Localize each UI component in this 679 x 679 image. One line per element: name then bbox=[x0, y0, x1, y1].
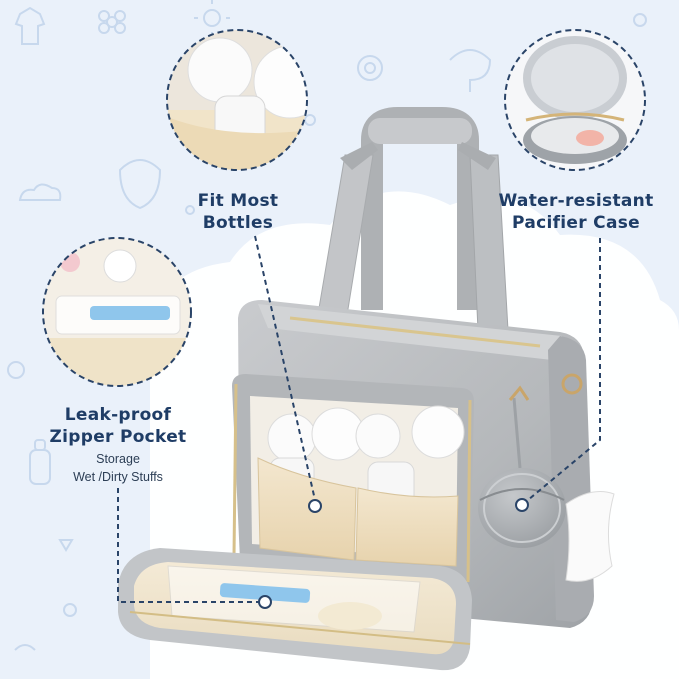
pocket-callout-line2: Zipper Pocket bbox=[49, 427, 187, 447]
pocket-callout-subtitle: Storage Wet /Dirty Stuffs bbox=[48, 450, 188, 486]
bottles-callout-line2: Bottles bbox=[202, 213, 274, 233]
bottles-callout-title: Fit Most Bottles bbox=[178, 190, 298, 234]
pocket-callout-sub2: Wet /Dirty Stuffs bbox=[73, 470, 163, 484]
bottles-callout-line1: Fit Most bbox=[197, 191, 279, 211]
cloud-icon bbox=[18, 183, 62, 201]
pocket-dot bbox=[258, 595, 272, 609]
onesie-icon bbox=[14, 6, 46, 45]
pacifier-detail-circle bbox=[504, 29, 646, 171]
pacifier-leader-line bbox=[521, 238, 601, 506]
pocket-callout-sub1: Storage bbox=[96, 452, 140, 466]
breast-pump-items bbox=[267, 405, 465, 513]
bottle-icon bbox=[29, 439, 51, 485]
pacifier-icon bbox=[357, 55, 383, 81]
pocket-detail-circle bbox=[42, 237, 192, 387]
flower-icon bbox=[98, 10, 126, 34]
bottles-dot bbox=[308, 499, 322, 513]
background-icons bbox=[7, 0, 647, 651]
sun-icon bbox=[194, 0, 230, 36]
pocket-callout-title: Leak-proof Zipper Pocket bbox=[38, 404, 198, 448]
bottles-leader-line bbox=[254, 235, 316, 501]
callout-dots bbox=[258, 498, 529, 609]
bib-icon bbox=[118, 159, 162, 210]
elephant-icon bbox=[449, 49, 492, 92]
pacifier-callout-line1: Water-resistant bbox=[498, 191, 654, 211]
pacifier-callout-title: Water-resistant Pacifier Case bbox=[488, 190, 664, 234]
pocket-leader-line bbox=[117, 488, 262, 603]
bottles-detail-circle bbox=[166, 29, 308, 171]
callout-leaders bbox=[117, 235, 601, 603]
diaper-bag bbox=[118, 107, 615, 671]
wipes-tissue bbox=[565, 491, 615, 582]
pocket-callout-line1: Leak-proof bbox=[64, 405, 172, 425]
pacifier-callout-line2: Pacifier Case bbox=[512, 213, 640, 233]
pacifier-dot bbox=[515, 498, 529, 512]
